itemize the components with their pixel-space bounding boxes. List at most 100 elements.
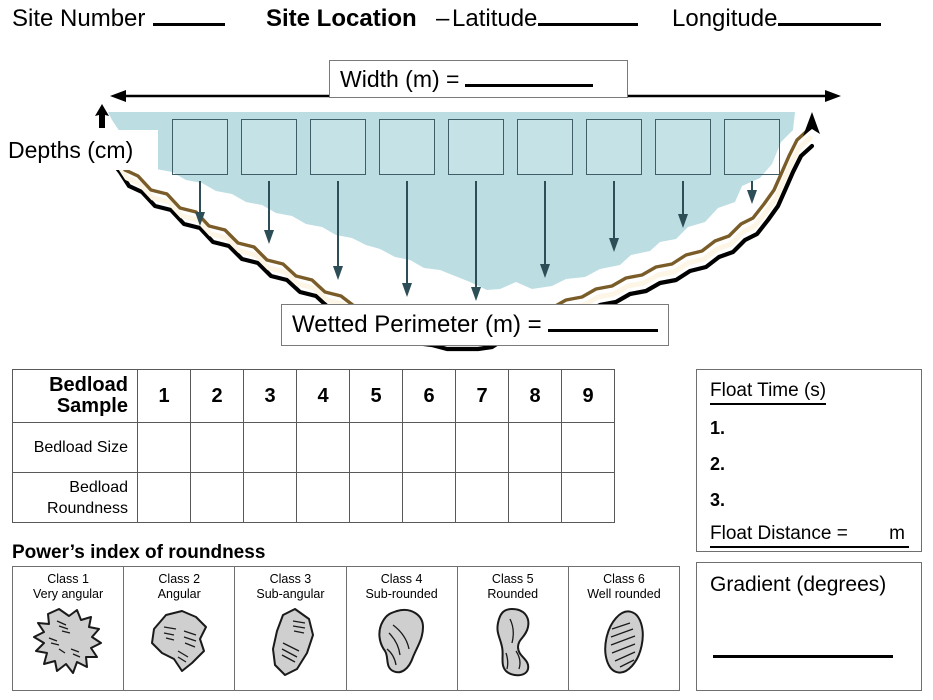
sheet-header: Site Number Site Location – Latitude Lon… — [0, 0, 933, 42]
depth-box-8[interactable] — [655, 119, 711, 175]
cell-roundness-5[interactable] — [349, 472, 403, 523]
class-4-name: Class 4 — [380, 572, 423, 586]
cell-roundness-2[interactable] — [190, 472, 244, 523]
riverbed-outline-black — [106, 143, 815, 352]
roundness-class-1[interactable]: Class 1 Very angular — [13, 567, 125, 690]
cell-roundness-9[interactable] — [561, 472, 615, 523]
right-bank-arrow-icon — [803, 112, 820, 136]
cell-roundness-4[interactable] — [296, 472, 350, 523]
cell-size-5[interactable] — [349, 422, 403, 473]
longitude-label: Longitude — [672, 5, 778, 32]
depth-arrow-9 — [747, 181, 757, 204]
cell-roundness-7[interactable] — [455, 472, 509, 523]
float-time-entry-2[interactable]: 2. — [710, 454, 726, 474]
wetted-perimeter-blank[interactable] — [547, 329, 658, 332]
depth-measurement-arrows — [195, 181, 757, 301]
depth-box-9[interactable] — [724, 119, 780, 175]
cell-roundness-6[interactable] — [402, 472, 456, 523]
depths-label: Depths (cm) — [8, 130, 158, 170]
column-header-9: 9 — [561, 369, 615, 423]
width-input-box[interactable]: Width (m) = — [329, 60, 628, 98]
depth-arrow-3 — [333, 181, 343, 280]
wetted-perimeter-label: Wetted Perimeter (m) = — [292, 311, 542, 338]
depth-box-3[interactable] — [310, 119, 366, 175]
gradient-title: Gradient (degrees) — [710, 573, 887, 596]
float-time-title: Float Time (s) — [710, 380, 827, 405]
header-dash: – — [436, 5, 450, 32]
class-5-desc: Rounded — [487, 587, 539, 601]
powers-index-title: Power’s index of roundness — [12, 542, 266, 563]
depth-arrow-8 — [678, 181, 688, 228]
column-header-8: 8 — [508, 369, 562, 423]
pebble-very-angular-icon — [33, 608, 103, 674]
water-fill — [108, 112, 795, 290]
cell-size-7[interactable] — [455, 422, 509, 473]
column-header-7: 7 — [455, 369, 509, 423]
depth-box-1[interactable] — [172, 119, 228, 175]
pebble-well-rounded-icon — [604, 610, 644, 674]
depth-arrow-1 — [195, 181, 205, 226]
float-time-box: Float Time (s) 1. 2. 3. m Float Distance… — [696, 369, 922, 552]
width-label: Width (m) = — [340, 66, 460, 92]
site-number-label: Site Number — [12, 5, 146, 32]
depth-box-7[interactable] — [586, 119, 642, 175]
water-level-arrow-icon — [95, 104, 109, 128]
cell-size-2[interactable] — [190, 422, 244, 473]
class-3-desc: Sub-angular — [256, 587, 325, 601]
class-2-desc: Angular — [157, 587, 201, 601]
cell-roundness-8[interactable] — [508, 472, 562, 523]
class-5-name: Class 5 — [491, 572, 534, 586]
powers-index-strip: Class 1 Very angular Class 2 Angular Cla… — [12, 566, 680, 691]
roundness-class-4[interactable]: Class 4 Sub-rounded — [347, 567, 458, 690]
roundness-class-2[interactable]: Class 2 Angular — [124, 567, 236, 690]
longitude-blank[interactable] — [778, 23, 882, 26]
depth-arrow-7 — [609, 181, 619, 252]
depth-arrow-5 — [471, 181, 481, 301]
pebble-sub-angular-icon — [272, 608, 315, 676]
depth-box-2[interactable] — [241, 119, 297, 175]
cross-section-svg — [95, 90, 841, 352]
cell-roundness-3[interactable] — [243, 472, 297, 523]
class-1-desc: Very angular — [32, 587, 104, 601]
bedload-table: Bedload Sample 1 2 3 4 5 6 7 8 9 Bedload… — [12, 369, 615, 523]
site-location-label: Site Location — [266, 5, 417, 32]
depth-box-5[interactable] — [448, 119, 504, 175]
width-blank[interactable] — [465, 84, 594, 87]
float-time-entry-1[interactable]: 1. — [710, 418, 726, 438]
class-4-desc: Sub-rounded — [365, 587, 438, 601]
class-2-name: Class 2 — [158, 572, 201, 586]
float-distance-unit: m — [889, 523, 905, 544]
cell-roundness-1[interactable] — [137, 472, 191, 523]
depth-box-6[interactable] — [517, 119, 573, 175]
class-6-name: Class 6 — [603, 572, 645, 586]
cell-size-9[interactable] — [561, 422, 615, 473]
cell-size-6[interactable] — [402, 422, 456, 473]
cell-size-3[interactable] — [243, 422, 297, 473]
latitude-label: Latitude — [452, 5, 538, 32]
site-number-blank[interactable] — [153, 23, 226, 26]
cell-size-8[interactable] — [508, 422, 562, 473]
column-header-1: 1 — [137, 369, 191, 423]
gradient-box: Gradient (degrees) — [696, 562, 922, 691]
wetted-perimeter-input-box[interactable]: Wetted Perimeter (m) = — [281, 304, 669, 346]
roundness-class-6[interactable]: Class 6 Well rounded — [569, 567, 679, 690]
depth-box-4[interactable] — [379, 119, 435, 175]
float-time-entry-3[interactable]: 3. — [710, 490, 726, 510]
cell-size-1[interactable] — [137, 422, 191, 473]
bedload-sample-header: Bedload Sample — [12, 369, 138, 423]
pebble-sub-rounded-icon — [378, 609, 424, 674]
column-header-2: 2 — [190, 369, 244, 423]
cell-size-4[interactable] — [296, 422, 350, 473]
latitude-blank[interactable] — [538, 23, 639, 26]
roundness-class-5[interactable]: Class 5 Rounded — [458, 567, 569, 690]
depth-arrow-4 — [402, 181, 412, 297]
row-label-bedload-size: Bedload Size — [12, 422, 138, 473]
float-distance-field[interactable]: m Float Distance = — [710, 523, 909, 548]
column-header-6: 6 — [402, 369, 456, 423]
gradient-answer-blank[interactable] — [713, 655, 893, 658]
latitude-field: Latitude — [452, 4, 639, 34]
roundness-class-3[interactable]: Class 3 Sub-angular — [235, 567, 347, 690]
float-distance-label: Float Distance = — [710, 523, 848, 544]
class-1-name: Class 1 — [47, 572, 89, 586]
